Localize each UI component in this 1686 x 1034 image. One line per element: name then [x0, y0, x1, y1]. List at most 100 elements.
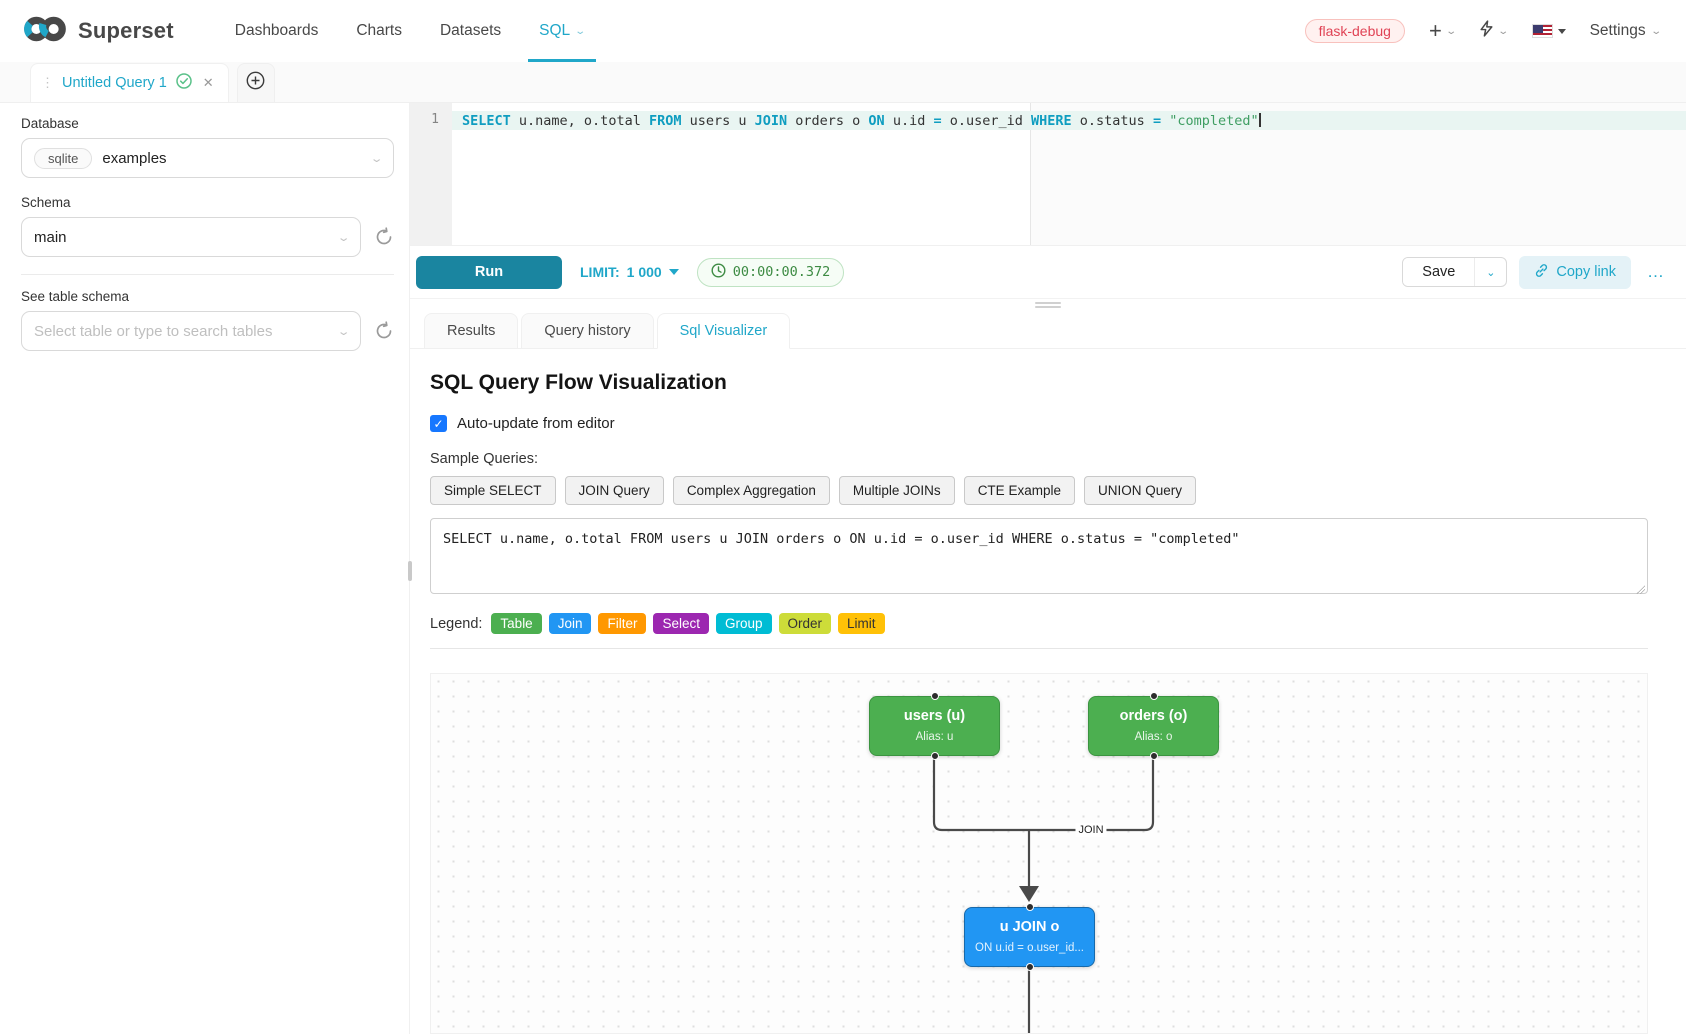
table-select[interactable]: Select table or type to search tables ⌄ [21, 311, 361, 351]
chevron-down-icon: ⌄ [336, 325, 351, 338]
drag-handle-icon[interactable]: ⋮ [41, 75, 54, 90]
nav-item-charts[interactable]: Charts [356, 22, 402, 39]
sample-query-button-multiple-joins[interactable]: Multiple JOINs [838, 476, 955, 505]
sample-query-buttons: Simple SELECT JOIN Query Complex Aggregati… [430, 476, 1648, 505]
table-select-placeholder: Select table or type to search tables [34, 322, 273, 340]
flow-node-users[interactable]: users (u) Alias: u [869, 692, 1000, 760]
copy-link-button[interactable]: Copy link [1519, 255, 1631, 289]
limit-dropdown[interactable]: LIMIT: 1 000 [580, 264, 679, 280]
sql-token: u.id [884, 113, 934, 129]
sql-text-input[interactable]: SELECT u.name, o.total FROM users u JOIN… [430, 518, 1648, 594]
schema-select-value: main [34, 228, 67, 246]
page-title: SQL Query Flow Visualization [430, 371, 727, 394]
main-menu: Dashboards Charts Datasets SQL ⌄ [216, 0, 604, 62]
node-subtitle: Alias: o [1134, 731, 1173, 743]
refresh-tables-icon[interactable] [374, 321, 394, 341]
nav-item-sql[interactable]: SQL ⌄ [520, 0, 603, 62]
sql-token: = [933, 113, 942, 129]
add-query-tab-button[interactable] [236, 63, 275, 102]
sql-token: FROM [648, 113, 682, 129]
editor-active-line [452, 111, 1686, 130]
flow-node-orders[interactable]: orders (o) Alias: o [1088, 692, 1219, 760]
query-flow-diagram[interactable]: JOIN users (u) Alias: u orders (o) Alias… [430, 673, 1648, 1034]
sidebar-divider [21, 274, 394, 275]
flow-node-join[interactable]: u JOIN o ON u.id = o.user_id... [964, 903, 1095, 971]
flow-edges [932, 757, 1155, 1033]
plus-icon: + [1428, 18, 1442, 43]
top-navigation: Superset Dashboards Charts Datasets SQL … [0, 0, 1686, 62]
superset-logo-icon [22, 14, 68, 49]
chevron-down-icon: ⌄ [1445, 25, 1457, 37]
query-tab-strip: ⋮ Untitled Query 1 ✕ [0, 62, 1686, 103]
node-handle[interactable] [930, 752, 939, 760]
content-divider [430, 648, 1648, 649]
sql-editor[interactable]: 1 SELECT u.name, o.total FROM users u JO… [410, 103, 1686, 245]
legend-chip-limit: Limit [838, 613, 885, 634]
limit-label: LIMIT: [580, 264, 620, 280]
brand-name: Superset [78, 18, 174, 43]
schema-select[interactable]: main ⌄ [21, 217, 361, 257]
pane-resize-handle[interactable] [410, 298, 1686, 308]
sql-token: orders o [787, 113, 869, 129]
query-tab-untitled-query-1[interactable]: ⋮ Untitled Query 1 ✕ [30, 63, 229, 102]
save-button[interactable]: Save [1403, 258, 1475, 286]
chevron-down-icon: ⌄ [336, 231, 351, 244]
node-handle[interactable] [1149, 692, 1158, 700]
node-handle[interactable] [930, 692, 939, 700]
table-schema-label: See table schema [21, 289, 130, 304]
editor-gutter: 1 [410, 103, 452, 245]
sample-query-button-union-query[interactable]: UNION Query [1083, 476, 1196, 505]
sample-query-button-complex-aggregation[interactable]: Complex Aggregation [672, 476, 830, 505]
database-type-badge: sqlite [34, 147, 93, 169]
chevron-down-icon: ⌄ [1649, 25, 1662, 37]
sql-token: = [1152, 113, 1162, 129]
language-picker[interactable] [1531, 24, 1566, 38]
sample-query-button-simple-select[interactable]: Simple SELECT [430, 476, 556, 505]
sql-token: u.name, o.total [510, 113, 649, 129]
node-title: u JOIN o [999, 919, 1060, 935]
legend-chip-filter: Filter [598, 613, 647, 634]
auto-update-toggle[interactable]: ✓ Auto-update from editor [430, 415, 1648, 432]
save-split-button: Save ⌄ [1402, 257, 1508, 287]
tab-sql-visualizer[interactable]: Sql Visualizer [656, 313, 791, 349]
nav-item-datasets[interactable]: Datasets [439, 22, 502, 39]
run-button[interactable]: Run [416, 255, 562, 289]
query-search-menu-button[interactable]: ⌄ [1479, 20, 1509, 42]
close-icon[interactable]: ✕ [202, 75, 214, 90]
refresh-schemas-icon[interactable] [374, 227, 394, 247]
tab-query-history[interactable]: Query history [521, 313, 654, 349]
node-subtitle: ON u.id = o.user_id... [975, 942, 1084, 954]
node-subtitle: Alias: u [915, 731, 954, 743]
check-circle-icon [176, 72, 192, 94]
sidebar-resize-handle[interactable] [408, 561, 412, 581]
textarea-resize-handle[interactable] [1636, 585, 1645, 594]
add-menu-button[interactable]: + ⌄ [1428, 18, 1457, 43]
editor-toolbar: Run LIMIT: 1 000 00:00:00.372 Save ⌄ [410, 245, 1686, 298]
query-tab-title: Untitled Query 1 [62, 75, 167, 91]
database-select[interactable]: sqlite examples ⌄ [21, 138, 394, 178]
save-dropdown-button[interactable]: ⌄ [1474, 258, 1506, 286]
limit-value: 1 000 [626, 264, 662, 280]
sample-query-button-join-query[interactable]: JOIN Query [564, 476, 664, 505]
database-label: Database [21, 116, 79, 131]
line-number: 1 [431, 112, 439, 127]
nav-item-dashboards[interactable]: Dashboards [234, 22, 319, 39]
node-handle[interactable] [1025, 903, 1034, 911]
more-options-button[interactable]: … [1647, 262, 1666, 281]
chevron-down-icon: ⌄ [574, 25, 587, 37]
tab-results[interactable]: Results [424, 313, 519, 349]
sample-query-button-cte-example[interactable]: CTE Example [963, 476, 1075, 505]
auto-update-label: Auto-update from editor [457, 415, 615, 432]
checkbox-checked-icon[interactable]: ✓ [430, 415, 447, 432]
node-handle[interactable] [1025, 963, 1034, 971]
sql-token: JOIN [754, 113, 788, 129]
node-handle[interactable] [1149, 752, 1158, 760]
sql-code-line[interactable]: SELECT u.name, o.total FROM users u JOIN… [462, 113, 1261, 129]
settings-menu[interactable]: Settings ⌄ [1589, 22, 1662, 39]
sql-token: o.status [1071, 113, 1153, 129]
superset-brand[interactable]: Superset [22, 14, 174, 49]
query-timer-badge: 00:00:00.372 [696, 257, 845, 287]
sql-lab-sidebar: Database sqlite examples ⌄ Schema main ⌄… [0, 103, 412, 1034]
chevron-down-icon: ⌄ [369, 152, 384, 165]
